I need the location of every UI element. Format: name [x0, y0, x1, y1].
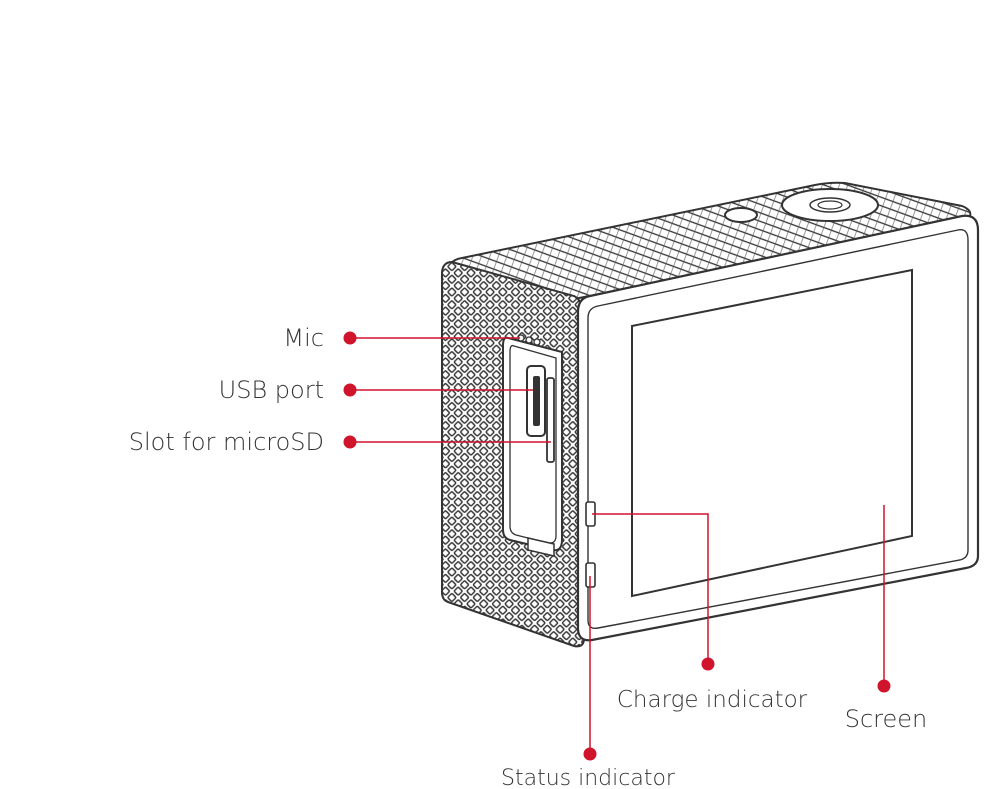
microsd-slot-label: Slot for microSD [129, 428, 324, 456]
usb-port-callout-dot [343, 383, 357, 397]
mic-label: Mic [283, 324, 324, 352]
charge-indicator-callout-line [592, 513, 709, 664]
mic-icon [517, 334, 541, 346]
charge-indicator-label: Charge indicator [617, 687, 808, 713]
microsd-slot-icon [546, 377, 555, 463]
camera-body [441, 181, 980, 648]
callout-dots [343, 331, 891, 761]
usb-port-icon [526, 365, 546, 437]
callouts [350, 337, 885, 754]
mic-callout-dot [343, 331, 357, 345]
mode-button-icon [724, 207, 758, 223]
status-indicator-callout-dot [583, 747, 597, 761]
screen-label: Screen [845, 705, 928, 733]
microsd-callout-dot [343, 435, 357, 449]
screen-callout-dot [877, 679, 891, 693]
status-indicator-label: Status indicator [501, 766, 676, 789]
shutter-button-icon [781, 188, 879, 222]
usb-port-label: USB port [219, 376, 324, 404]
charge-indicator-callout-dot [701, 657, 715, 671]
